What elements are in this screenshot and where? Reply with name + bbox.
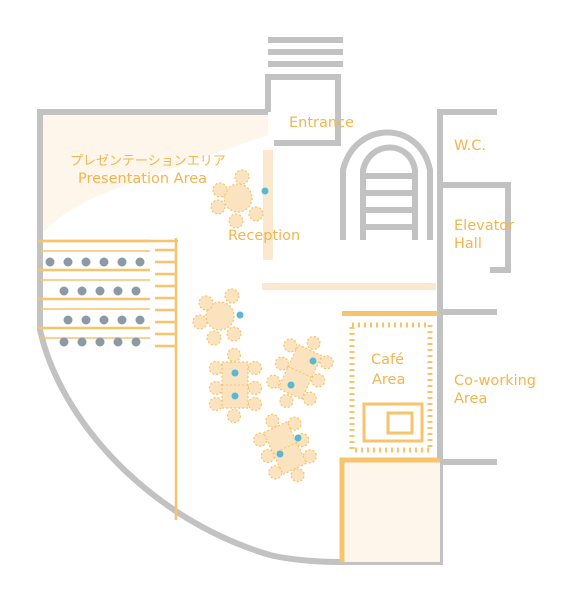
- round-table-reception: [210, 169, 264, 229]
- elevator-label-2: Hall: [454, 236, 482, 252]
- coworking-label-2: Area: [454, 391, 487, 407]
- lower-room-floor: [342, 460, 440, 562]
- table-marker: [276, 450, 284, 458]
- table-marker: [231, 392, 239, 400]
- cafe-counter: [362, 402, 424, 443]
- presentation-area-floor: [40, 112, 268, 236]
- table-marker: [236, 311, 244, 319]
- reception-marker: [261, 187, 269, 195]
- table-marker: [294, 434, 302, 442]
- reception-label: Reception: [228, 228, 300, 244]
- table-marker: [231, 369, 239, 377]
- cafe-label-2: Area: [372, 372, 405, 388]
- table-marker: [287, 381, 295, 389]
- partition-wall: [262, 283, 436, 290]
- table-marker: [309, 357, 317, 365]
- round-table-middle: [192, 288, 242, 346]
- presentation-label-jp: プレゼンテーションエリア: [70, 154, 226, 169]
- cafe-label-1: Café: [371, 352, 404, 368]
- cafe-wall-top: [342, 311, 438, 316]
- reception-counter: [263, 150, 273, 260]
- table-group-b: [266, 335, 334, 409]
- cafe-counter-inner: [386, 411, 414, 435]
- elevator-label-1: Elevator: [454, 218, 514, 234]
- table-group-c: [253, 413, 317, 483]
- cafe-area-boundary: [349, 322, 433, 453]
- presentation-seating: [38, 238, 178, 520]
- presentation-label-en: Presentation Area: [78, 171, 207, 187]
- wc-label: W.C.: [454, 138, 486, 154]
- entrance-label: Entrance: [289, 115, 354, 131]
- lower-room-wall: [339, 457, 440, 562]
- coworking-label-1: Co-working: [454, 373, 536, 389]
- building-walls: [37, 37, 511, 565]
